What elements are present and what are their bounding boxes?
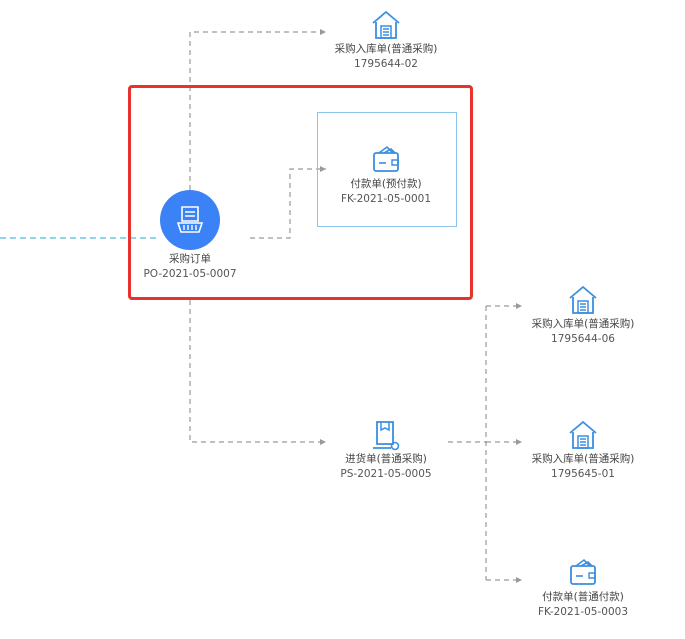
root-number: PO-2021-05-0007 bbox=[143, 268, 237, 280]
root-node-purchase-order[interactable]: 采购订单 PO-2021-05-0007 bbox=[110, 190, 270, 282]
node-number: FK-2021-05-0001 bbox=[341, 193, 431, 205]
node-label: 采购入库单(普通采购) bbox=[531, 318, 635, 330]
node-label: 采购入库单(普通采购) bbox=[531, 453, 635, 465]
node-payment-fk-2021-05-0003[interactable]: 付款单(普通付款) FK-2021-05-0003 bbox=[503, 556, 663, 620]
purchase-order-icon bbox=[160, 190, 220, 250]
highlight-frame bbox=[128, 85, 473, 300]
wallet-icon bbox=[373, 145, 399, 172]
selected-node-frame bbox=[317, 112, 457, 227]
edge-root-delivery-0005 bbox=[189, 300, 326, 445]
warehouse-icon bbox=[372, 10, 400, 39]
node-receipt-1795645-01[interactable]: 采购入库单(普通采购) 1795645-01 bbox=[503, 418, 663, 482]
node-label: 付款单(普通付款) bbox=[542, 591, 624, 603]
warehouse-icon bbox=[569, 420, 597, 449]
node-number: PS-2021-05-0005 bbox=[340, 468, 432, 480]
edge-root-payment-0001 bbox=[250, 166, 326, 239]
node-delivery-ps-2021-05-0005[interactable]: 进货单(普通采购) PS-2021-05-0005 bbox=[306, 418, 466, 482]
wallet-icon bbox=[570, 558, 596, 585]
node-number: 1795644-06 bbox=[551, 333, 615, 345]
node-number: FK-2021-05-0003 bbox=[538, 606, 628, 618]
node-label: 采购入库单(普通采购) bbox=[334, 43, 438, 55]
delivery-note-icon bbox=[373, 421, 400, 451]
node-number: 1795644-02 bbox=[354, 58, 418, 70]
root-label: 采购订单 bbox=[169, 253, 211, 265]
node-receipt-1795644-02[interactable]: 采购入库单(普通采购) 1795644-02 bbox=[306, 8, 466, 72]
node-payment-fk-2021-05-0001[interactable]: 付款单(预付款) FK-2021-05-0001 bbox=[306, 143, 466, 207]
warehouse-icon bbox=[569, 285, 597, 314]
edge-root-receipt-02 bbox=[189, 29, 326, 190]
node-receipt-1795644-06[interactable]: 采购入库单(普通采购) 1795644-06 bbox=[503, 283, 663, 347]
node-label: 进货单(普通采购) bbox=[345, 453, 427, 465]
node-number: 1795645-01 bbox=[551, 468, 615, 480]
node-label: 付款单(预付款) bbox=[350, 178, 422, 190]
